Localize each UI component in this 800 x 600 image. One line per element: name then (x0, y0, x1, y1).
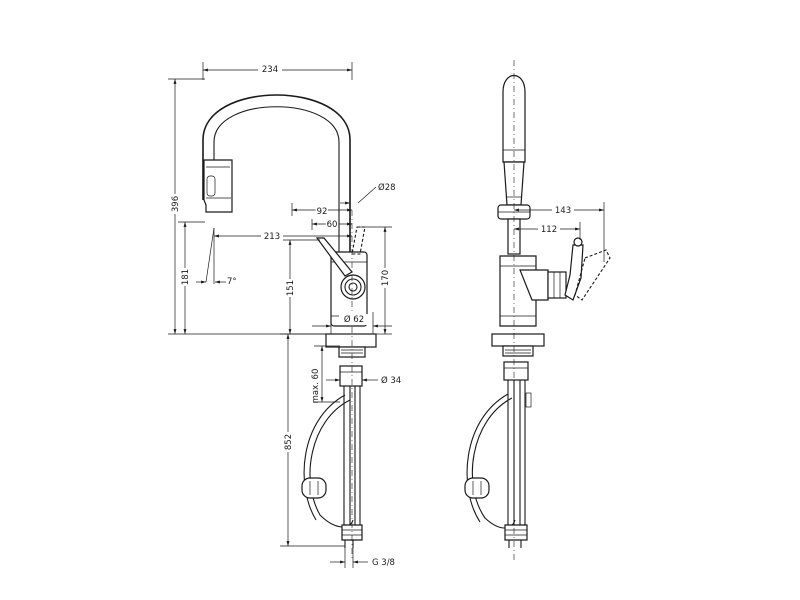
side-dimensions: 143 112 (514, 202, 605, 262)
side-hose-weight (464, 477, 490, 499)
spout-inner (213, 106, 340, 262)
front-view (202, 94, 377, 560)
dim-852: 852 (284, 434, 294, 450)
dim-base-diameter: Ø 62 (344, 314, 364, 325)
dim-151: 151 (286, 280, 296, 296)
dim-181: 181 (181, 269, 191, 285)
dim-max-thickness: max. 60 (311, 369, 321, 404)
dim-thread-diameter: Ø 34 (381, 375, 401, 386)
dim-connection: G 3/8 (372, 558, 395, 568)
spout-outer (202, 94, 351, 262)
side-spray-head (502, 75, 526, 163)
dim-213: 213 (264, 232, 280, 242)
hose-weight (301, 477, 327, 499)
dim-112: 112 (541, 225, 557, 235)
dim-angle: 7° (227, 277, 237, 287)
front-dimensions: 234 396 181 7° 92 60 Ø28 213 (168, 62, 401, 568)
dim-170: 170 (381, 270, 391, 286)
dim-92: 92 (317, 207, 328, 217)
base-plate (325, 333, 377, 348)
dim-143: 143 (555, 206, 571, 216)
spray-head (203, 159, 233, 213)
shank (339, 365, 363, 387)
dim-spout-diameter: Ø28 (378, 182, 396, 193)
side-lever-handle (564, 244, 584, 301)
dim-396: 396 (171, 196, 181, 212)
dim-234: 234 (262, 65, 278, 75)
side-view (464, 60, 611, 560)
dim-60: 60 (327, 220, 338, 230)
